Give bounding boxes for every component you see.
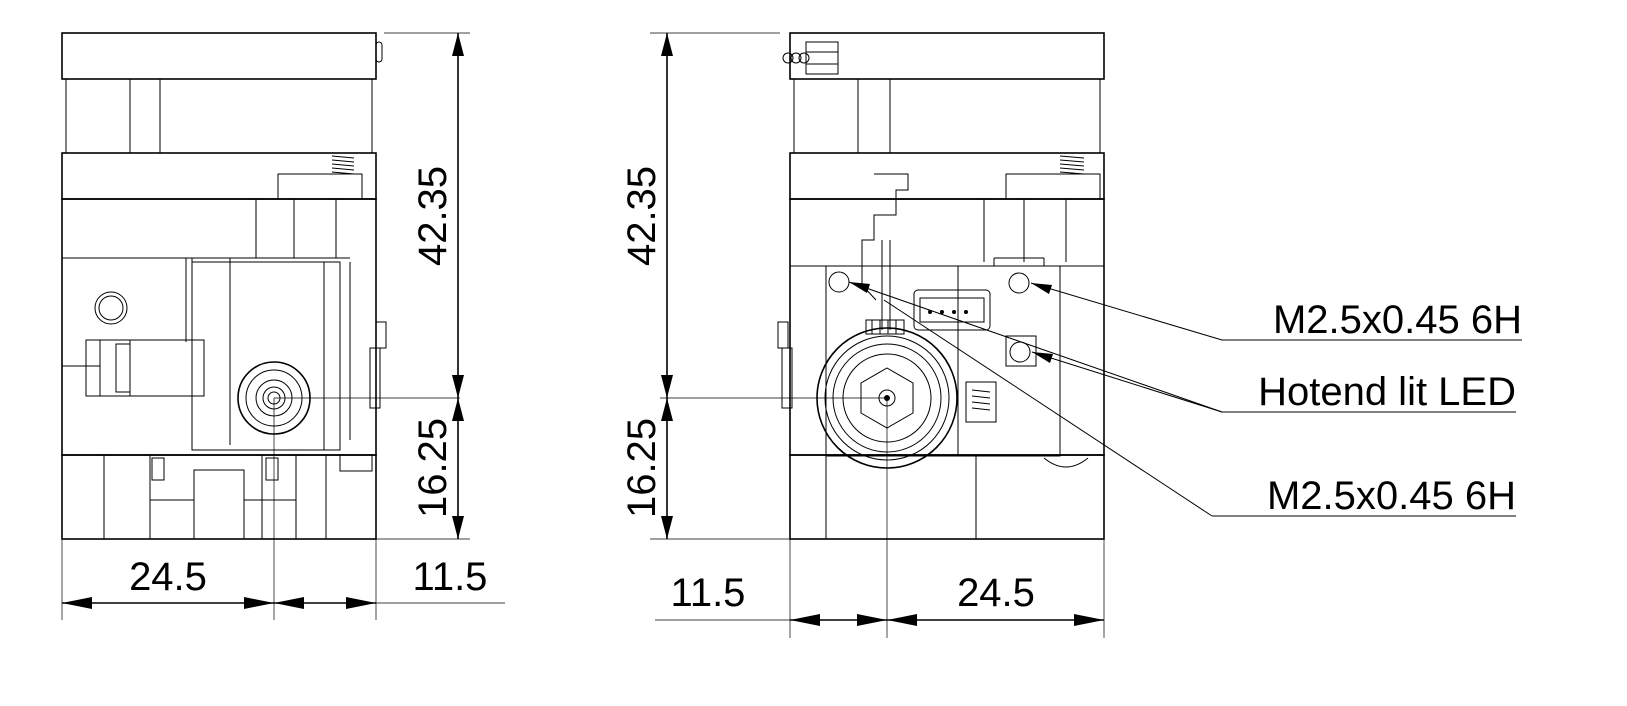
left-dim-width-right: 11.5 [413, 555, 488, 599]
leader-thread-bottom [883, 299, 1516, 517]
right-lower-block [789, 454, 1105, 540]
right-dim-height-top: 42.35 [620, 166, 664, 266]
left-view: 42.35 16.25 24.5 11.5 [61, 32, 505, 620]
left-heatsink-fins [65, 78, 373, 154]
callout-led: Hotend lit LED [1258, 370, 1516, 414]
right-spring-icon [1059, 155, 1085, 175]
right-view: 42.35 16.25 11.5 24.5 M2.5x0.45 6H Hoten… [620, 32, 1522, 638]
right-small-spring-icon [965, 381, 997, 423]
callout-thread-bottom: M2.5x0.45 6H [1267, 474, 1516, 518]
right-connector [913, 289, 991, 331]
right-screw-hole-top-right [1008, 272, 1030, 294]
left-screw-icon [94, 291, 128, 325]
left-spring-icon [331, 155, 355, 175]
left-body [61, 198, 377, 456]
right-screw-hole-bottom [1009, 341, 1031, 363]
left-lever [85, 339, 205, 397]
right-top-cap [789, 32, 1105, 80]
right-dim-height-bottom: 16.25 [620, 418, 664, 518]
right-dim-width-left: 11.5 [671, 571, 746, 615]
right-heatsink-fins [793, 78, 1101, 154]
callout-thread-top: M2.5x0.45 6H [1273, 298, 1522, 342]
left-lower-block [61, 454, 377, 540]
right-body [789, 198, 1105, 456]
left-dim-width-left: 24.5 [129, 555, 207, 599]
right-gear [865, 319, 905, 335]
right-dim-width-right: 24.5 [957, 571, 1035, 615]
right-coil-icon [782, 52, 810, 64]
left-top-cap [61, 32, 377, 80]
left-dim-height-top: 42.35 [411, 166, 455, 266]
leader-led [848, 281, 1516, 413]
leader-thread-top [1030, 282, 1522, 341]
left-dim-height-bottom: 16.25 [411, 418, 455, 518]
right-screw-hole-top-left [828, 271, 850, 293]
right-flex-cable [861, 173, 909, 301]
